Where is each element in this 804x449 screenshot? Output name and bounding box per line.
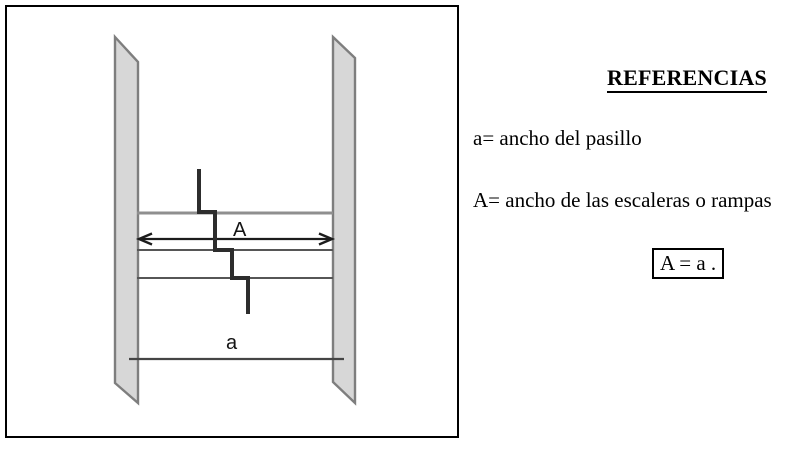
references-title: REFERENCIAS bbox=[607, 65, 767, 94]
formula-box: A = a . bbox=[652, 248, 725, 280]
corridor-width-label: a bbox=[226, 332, 238, 354]
reference-item-corridor: a= ancho del pasillo bbox=[473, 126, 642, 150]
reference-item-stairs: A= ancho de las escaleras o rampas bbox=[473, 188, 772, 212]
stair-width-label: A bbox=[233, 219, 247, 241]
formula-text: A = a . bbox=[660, 251, 717, 275]
diagram-frame bbox=[5, 5, 459, 438]
